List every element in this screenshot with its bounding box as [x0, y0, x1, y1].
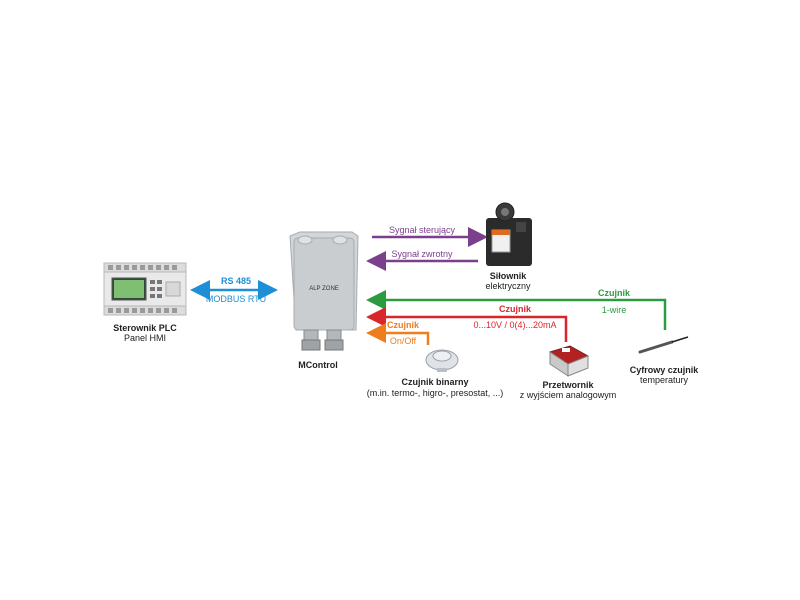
binary-sensor-device [425, 349, 459, 372]
bus-label-bottom: MODBUS RTU [205, 294, 267, 304]
plc-title: Sterownik PLC [113, 323, 177, 333]
plc-subtitle: Panel HMI [123, 333, 167, 343]
control-signal-label: Sygnał sterujący [388, 225, 456, 235]
transducer-line-label: Czujnik [498, 304, 532, 314]
feedback-signal-label: Sygnał zwrotny [391, 249, 453, 259]
binary-sensor-title: Czujnik binarny [401, 377, 469, 387]
actuator-device [486, 202, 532, 266]
actuator-title: Siłownik [489, 271, 527, 281]
mcontrol-box [289, 231, 359, 351]
binary-line-label: Czujnik [386, 320, 420, 330]
digital-sensor-subtitle: temperatury [639, 375, 689, 385]
controller-label: MControl [298, 360, 338, 370]
binary-line-sub: On/Off [389, 336, 417, 346]
binary-sensor-subtitle: (m.in. termo-, higro-, presostat, ...) [366, 388, 504, 398]
transducer-device [548, 345, 590, 377]
transducer-line-sub: 0...10V / 0(4)...20mA [473, 320, 557, 330]
actuator-subtitle: elektryczny [485, 281, 531, 291]
digital-line-sub: 1-wire [601, 305, 627, 315]
digital-line-label: Czujnik [597, 288, 631, 298]
plc-device [103, 262, 187, 316]
digital-sensor-title: Cyfrowy czujnik [629, 365, 699, 375]
binary-sensor-line [366, 323, 430, 345]
transducer-line [366, 307, 568, 342]
controller-brand: ALP ZONE [309, 286, 339, 292]
digital-sensor-device [638, 336, 689, 354]
bus-label-top: RS 485 [220, 276, 252, 286]
digital-sensor-line [366, 290, 667, 330]
transducer-title: Przetwornik [542, 380, 594, 390]
transducer-subtitle: z wyjściem analogowym [519, 390, 617, 400]
